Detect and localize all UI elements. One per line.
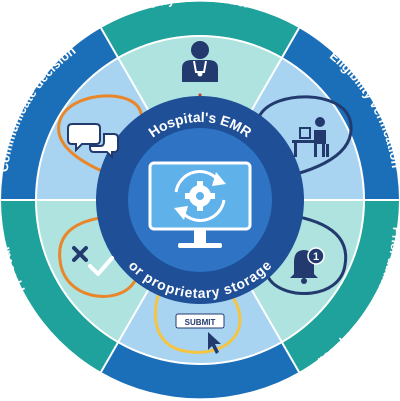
- gear-sync-icon: [174, 170, 226, 222]
- bell-badge-count: 1: [313, 251, 319, 263]
- loop-bottom: [153, 260, 242, 354]
- approval-check-icon: [72, 246, 114, 276]
- submit-button-label: SUBMIT: [185, 318, 216, 327]
- chat-bubbles-icon: [67, 123, 119, 160]
- physician-icon: [182, 41, 218, 82]
- submit-button-icon: SUBMIT: [175, 313, 225, 354]
- notification-bell-icon: 1: [290, 247, 325, 284]
- center-core: Hospital's EMR or proprietary storage: [96, 96, 304, 304]
- desk-worker-icon: [292, 117, 329, 157]
